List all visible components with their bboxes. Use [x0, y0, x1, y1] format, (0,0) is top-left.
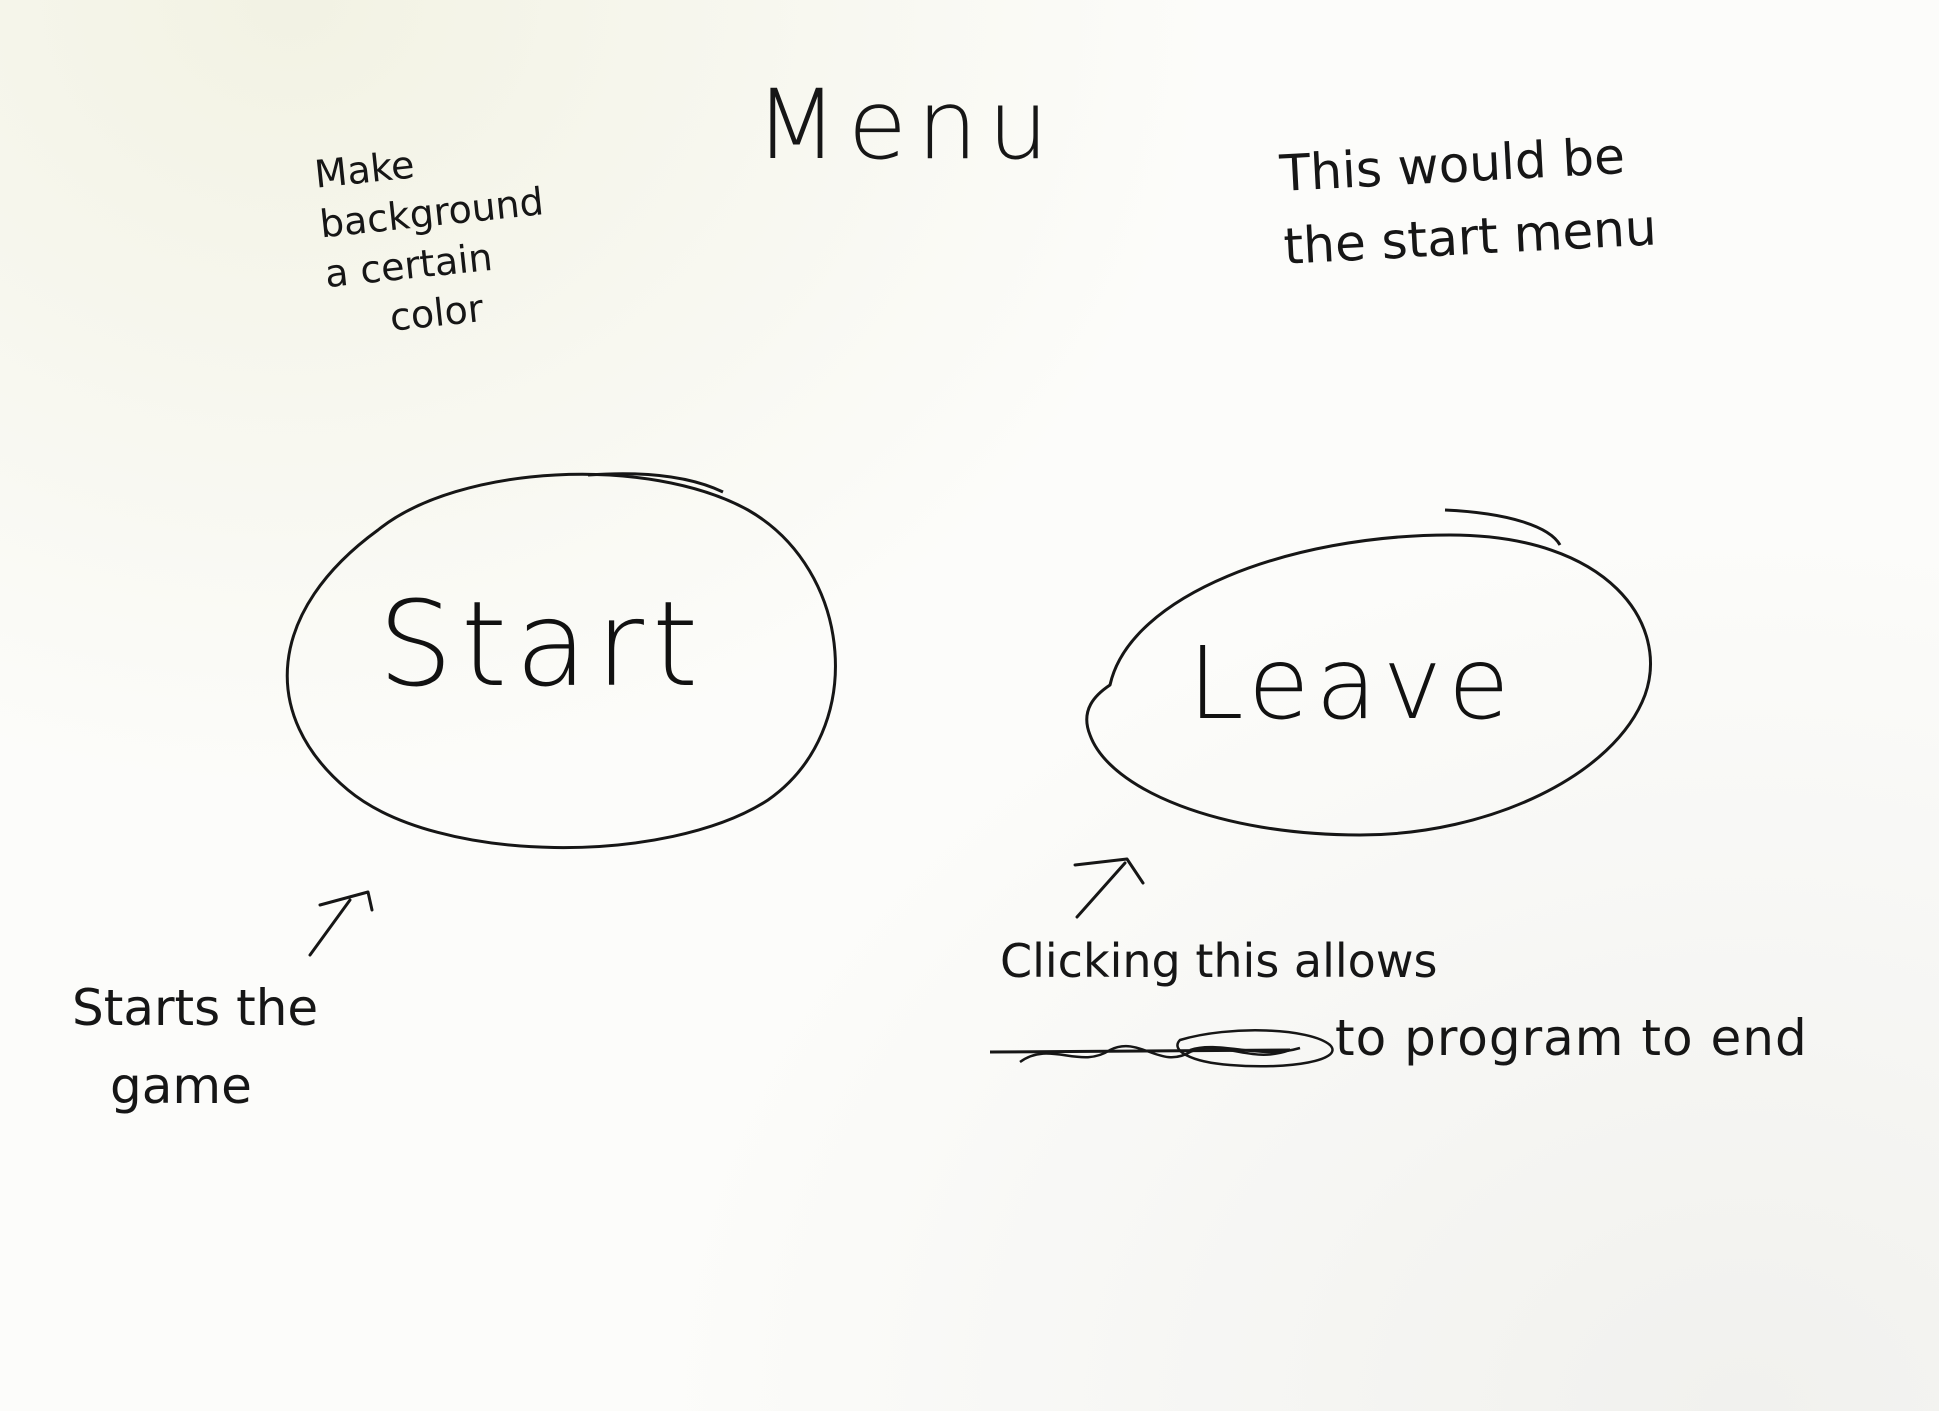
- start-button[interactable]: Start: [268, 470, 858, 870]
- arrow-up-right-icon: [1073, 857, 1145, 919]
- leave-button-outline: [1085, 508, 1652, 837]
- menu-title: Menu: [755, 69, 1059, 181]
- start-button-note: Starts the game: [72, 970, 318, 1125]
- start-note-line-2: game: [110, 1056, 252, 1115]
- background-color-note: Make background a certain color: [312, 127, 557, 350]
- start-note-line-1: Starts the: [72, 979, 319, 1037]
- leave-button-note-line-1: Clicking this allows: [1000, 934, 1438, 988]
- leave-button-label: Leave: [1188, 625, 1516, 742]
- start-menu-note: This would be the start menu: [1278, 118, 1658, 282]
- start-button-label: Start: [378, 575, 707, 713]
- arrow-up-right-icon: [308, 890, 374, 957]
- leave-button[interactable]: Leave: [1070, 505, 1670, 865]
- start-button-outline: [285, 472, 837, 849]
- leave-button-note-line-2: to program to end: [1335, 1009, 1808, 1067]
- crossed-out-scribble: [989, 1029, 1334, 1068]
